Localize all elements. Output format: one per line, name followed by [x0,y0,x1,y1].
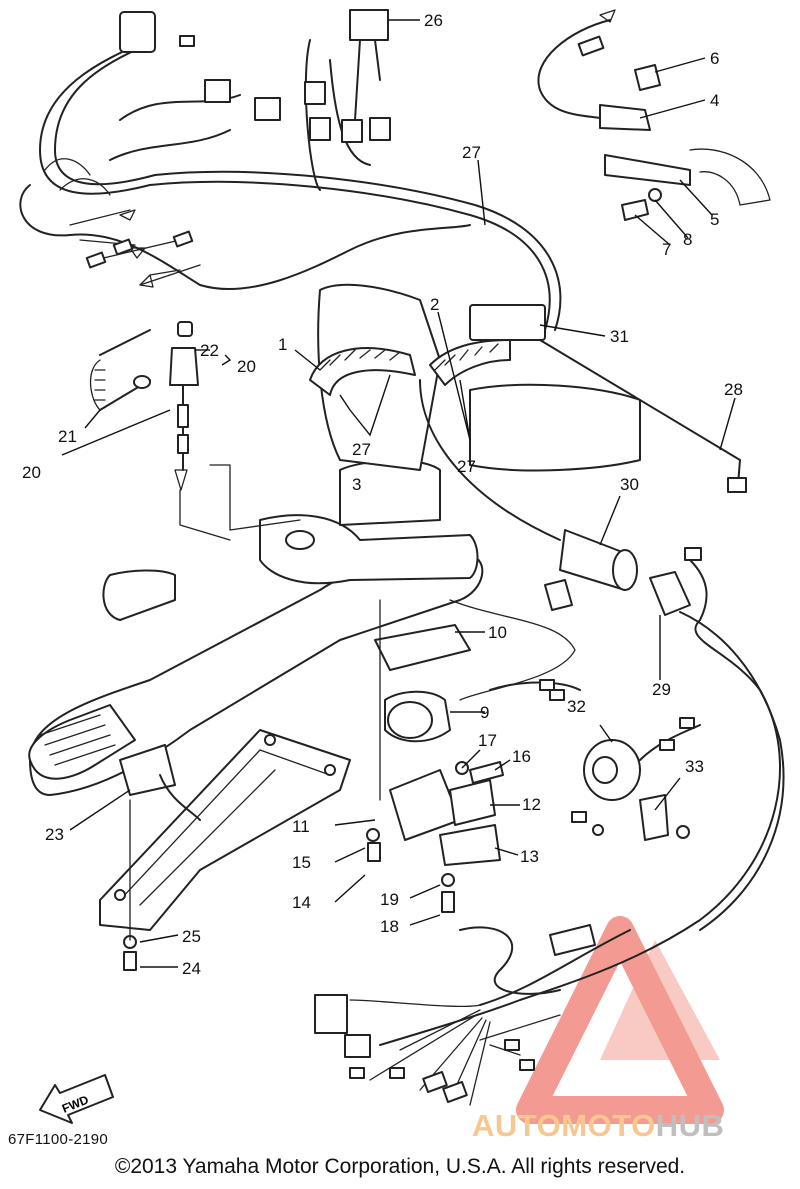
tiller-handle [28,283,641,796]
callout-7: 7 [662,240,671,259]
callout-30: 30 [620,475,639,494]
callouts: 1 2 3 4 5 6 7 8 9 10 11 12 13 14 15 16 1… [22,11,743,978]
callout-14: 14 [292,893,311,912]
callout-17: 17 [478,731,497,750]
alarm-buzzer-32 [583,717,701,841]
callout-33: 33 [685,757,704,776]
watermark-logo [516,916,724,1124]
copyright-notice: ©2013 Yamaha Motor Corporation, U.S.A. A… [114,1155,686,1178]
callout-12: 12 [522,795,541,814]
callout-4: 4 [710,91,719,110]
callout-5: 5 [710,210,719,229]
callout-32: 32 [567,697,586,716]
callout-19: 19 [380,890,399,909]
callout-3: 3 [352,475,361,494]
callout-20a: 20 [237,357,256,376]
leader-lines [61,19,736,968]
coupler-29 [379,547,785,1046]
part-code: 67F1100-2190 [8,1131,109,1148]
callout-9: 9 [480,703,489,722]
callout-18: 18 [380,917,399,936]
callout-10: 10 [488,623,507,642]
grommet-harness-1-2 [309,304,747,591]
callout-27a: 27 [462,143,481,162]
callout-11: 11 [292,817,310,836]
callout-23: 23 [45,825,64,844]
sensor-assembly-4 [537,9,771,221]
callout-29: 29 [652,680,671,699]
callout-1: 1 [278,335,287,354]
fwd-arrow-icon: FWD [39,1074,114,1124]
stop-switch-21 [89,321,199,491]
lower-plate-23 [99,729,351,941]
callout-22: 22 [200,341,219,360]
callout-25: 25 [182,927,201,946]
callout-28: 28 [724,380,743,399]
callout-16: 16 [512,747,531,766]
callout-24: 24 [182,959,201,978]
main-harness-top [19,11,562,331]
callout-21: 21 [58,427,77,446]
callout-6: 6 [710,49,719,68]
callout-27c: 27 [457,457,476,476]
callout-15: 15 [292,853,311,872]
callout-20b: 20 [22,463,41,482]
callout-13: 13 [520,847,539,866]
callout-31: 31 [610,327,629,346]
watermark-text: AUTOMOTOHUB [472,1108,725,1143]
callout-27b: 27 [352,440,371,459]
center-components [374,579,581,866]
callout-2: 2 [430,295,439,314]
callout-8: 8 [683,230,692,249]
callout-26: 26 [424,11,443,30]
main-harness-bottom [314,924,631,1106]
connector-set-26 [304,9,391,191]
